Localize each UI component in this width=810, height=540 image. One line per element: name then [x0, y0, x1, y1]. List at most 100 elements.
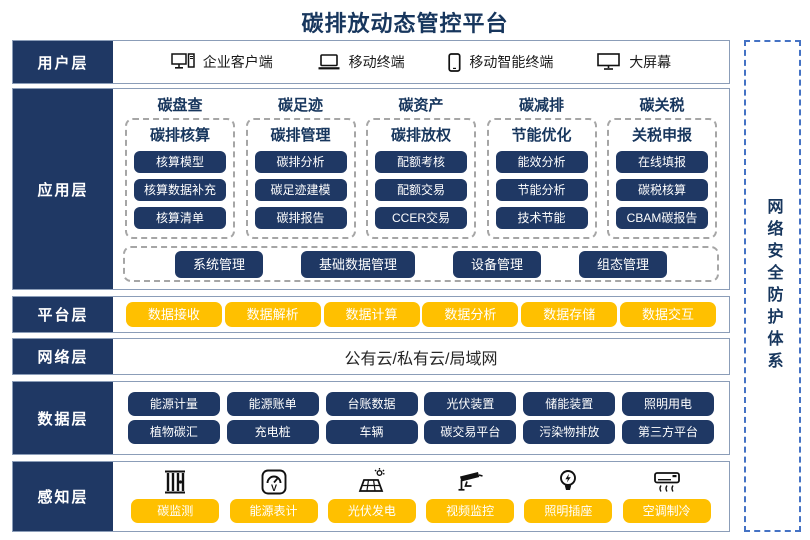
perception-item-carbon-monitoring: 碳监测 — [131, 467, 220, 523]
perception-item-pill: 能源表计 — [229, 499, 318, 523]
app-column-carbon-reduction: 碳减排 节能优化 能效分析 节能分析 技术节能 — [486, 94, 597, 239]
data-item-pill: 充电桩 — [226, 420, 319, 445]
data-item-pill: 植物碳汇 — [127, 420, 220, 445]
platform-item-pill: 数据解析 — [224, 302, 321, 327]
app-column-box: 节能优化 能效分析 节能分析 技术节能 — [486, 118, 597, 239]
user-layer-label: 用户层 — [13, 41, 113, 83]
cctv-camera-icon — [455, 467, 485, 497]
smartphone-icon — [448, 52, 461, 72]
app-item-pill: 在线填报 — [616, 151, 708, 173]
app-column-header: 碳减排 — [518, 97, 564, 114]
common-item-pill: 基础数据管理 — [300, 250, 415, 278]
data-item-pill: 车辆 — [325, 420, 418, 445]
desktop-pc-icon — [171, 53, 195, 71]
application-layer: 应用层 碳盘查 碳排核算 核算模型 核算数据补充 核算清单 碳足迹 碳排管理 — [12, 88, 730, 290]
platform-item-pill: 数据交互 — [620, 302, 717, 327]
big-screen-icon — [597, 53, 621, 71]
perception-layer: 感知层 碳监测 V 能源表计 光伏发电 — [12, 461, 730, 532]
perception-item-pill: 照明插座 — [524, 499, 613, 523]
application-layer-label: 应用层 — [13, 89, 113, 289]
network-security-label: 网络安全防护体系 — [764, 198, 782, 374]
common-item-pill: 系统管理 — [174, 250, 263, 278]
network-security-box: 网络安全防护体系 — [744, 40, 801, 532]
app-column-box: 关税申报 在线填报 碳税核算 CBAM碳报告 — [607, 118, 717, 239]
data-item-pill: 碳交易平台 — [424, 420, 517, 445]
application-layer-content: 碳盘查 碳排核算 核算模型 核算数据补充 核算清单 碳足迹 碳排管理 碳排分析 … — [113, 89, 729, 289]
page-title: 碳排放动态管控平台 — [301, 11, 509, 36]
app-column-subheader: 关税申报 — [631, 127, 692, 144]
data-layer-content: 能源计量 能源账单 台账数据 光伏装置 储能装置 照明用电 植物碳汇 充电桩 车… — [113, 382, 729, 454]
data-layer-label: 数据层 — [13, 382, 113, 454]
platform-item-pill: 数据分析 — [422, 302, 519, 327]
app-column-header: 碳盘查 — [157, 97, 203, 114]
app-column-carbon-footprint: 碳足迹 碳排管理 碳排分析 碳足迹建模 碳排报告 — [245, 94, 356, 239]
user-layer: 用户层 企业客户端 移动终端 移动智能终端 — [12, 40, 730, 84]
perception-item-solar-power: 光伏发电 — [327, 467, 416, 523]
app-item-pill: 核算数据补充 — [134, 179, 226, 201]
svg-text:V: V — [271, 483, 277, 493]
data-item-pill: 第三方平台 — [622, 420, 715, 445]
perception-item-air-conditioning: 空调制冷 — [622, 467, 711, 523]
app-item-pill: 配额交易 — [375, 179, 467, 201]
app-column-subheader: 节能优化 — [511, 127, 572, 144]
platform-item-pill: 数据接收 — [125, 302, 222, 327]
user-item-label: 移动终端 — [348, 54, 405, 70]
platform-item-pill: 数据计算 — [323, 302, 420, 327]
air-conditioner-icon — [652, 467, 682, 497]
perception-layer-label: 感知层 — [13, 462, 113, 531]
lightbulb-icon — [553, 467, 583, 497]
platform-layer: 平台层 数据接收 数据解析 数据计算 数据分析 数据存储 数据交互 — [12, 296, 730, 333]
app-column-carbon-tariff: 碳关税 关税申报 在线填报 碳税核算 CBAM碳报告 — [607, 94, 717, 239]
app-item-pill: 技术节能 — [495, 207, 588, 229]
app-column-box: 碳排管理 碳排分析 碳足迹建模 碳排报告 — [245, 118, 356, 239]
app-column-carbon-inventory: 碳盘查 碳排核算 核算模型 核算数据补充 核算清单 — [125, 94, 235, 239]
app-item-pill: 碳税核算 — [616, 179, 708, 201]
app-item-pill: CBAM碳报告 — [616, 207, 708, 229]
data-item-pill: 照明用电 — [622, 391, 715, 416]
app-column-header: 碳关税 — [639, 97, 685, 114]
emission-monitor-icon — [160, 467, 190, 497]
perception-layer-content: 碳监测 V 能源表计 光伏发电 视频监控 — [113, 462, 729, 531]
data-item-pill: 能源账单 — [226, 391, 319, 416]
perception-item-video-surveillance: 视频监控 — [426, 467, 515, 523]
network-layer-label: 网络层 — [13, 339, 113, 374]
perception-item-pill: 光伏发电 — [327, 499, 416, 523]
app-item-pill: 节能分析 — [495, 179, 588, 201]
data-row: 植物碳汇 充电桩 车辆 碳交易平台 污染物排放 第三方平台 — [121, 420, 721, 445]
network-layer: 网络层 公有云/私有云/局域网 — [12, 338, 730, 375]
user-layer-content: 企业客户端 移动终端 移动智能终端 大屏幕 — [113, 41, 729, 83]
app-column-subheader: 碳排管理 — [270, 127, 331, 144]
app-column-box: 碳排放权 配额考核 配额交易 CCER交易 — [366, 118, 476, 239]
perception-item-pill: 视频监控 — [426, 499, 515, 523]
platform-layer-content: 数据接收 数据解析 数据计算 数据分析 数据存储 数据交互 — [113, 297, 729, 332]
user-item-enterprise-client: 企业客户端 — [171, 52, 273, 72]
perception-item-energy-meter: V 能源表计 — [229, 467, 318, 523]
app-item-pill: CCER交易 — [375, 207, 467, 229]
user-item-smart-mobile-terminal: 移动智能终端 — [448, 52, 553, 72]
common-item-pill: 组态管理 — [579, 250, 668, 278]
user-item-label: 企业客户端 — [202, 54, 273, 70]
application-columns: 碳盘查 碳排核算 核算模型 核算数据补充 核算清单 碳足迹 碳排管理 碳排分析 … — [123, 94, 719, 239]
data-layer: 数据层 能源计量 能源账单 台账数据 光伏装置 储能装置 照明用电 植物碳汇 充… — [12, 381, 730, 455]
perception-item-pill: 碳监测 — [131, 499, 220, 523]
data-item-pill: 储能装置 — [523, 391, 616, 416]
data-item-pill: 光伏装置 — [424, 391, 517, 416]
user-item-label: 移动智能终端 — [469, 54, 554, 70]
app-column-box: 碳排核算 核算模型 核算数据补充 核算清单 — [125, 118, 235, 239]
user-item-label: 大屏幕 — [629, 54, 672, 70]
app-column-header: 碳资产 — [398, 97, 444, 114]
common-item-pill: 设备管理 — [453, 250, 542, 278]
solar-panel-icon — [357, 467, 387, 497]
app-column-carbon-asset: 碳资产 碳排放权 配额考核 配额交易 CCER交易 — [366, 94, 476, 239]
perception-item-lighting-socket: 照明插座 — [524, 467, 613, 523]
user-item-mobile-terminal: 移动终端 — [317, 52, 405, 72]
data-item-pill: 台账数据 — [325, 391, 418, 416]
platform-layer-label: 平台层 — [13, 297, 113, 332]
user-item-big-screen: 大屏幕 — [597, 52, 671, 72]
data-item-pill: 能源计量 — [127, 391, 220, 416]
app-item-pill: 核算清单 — [134, 207, 226, 229]
app-column-subheader: 碳排放权 — [390, 127, 451, 144]
laptop-icon — [317, 53, 341, 71]
app-item-pill: 碳排报告 — [254, 207, 347, 229]
